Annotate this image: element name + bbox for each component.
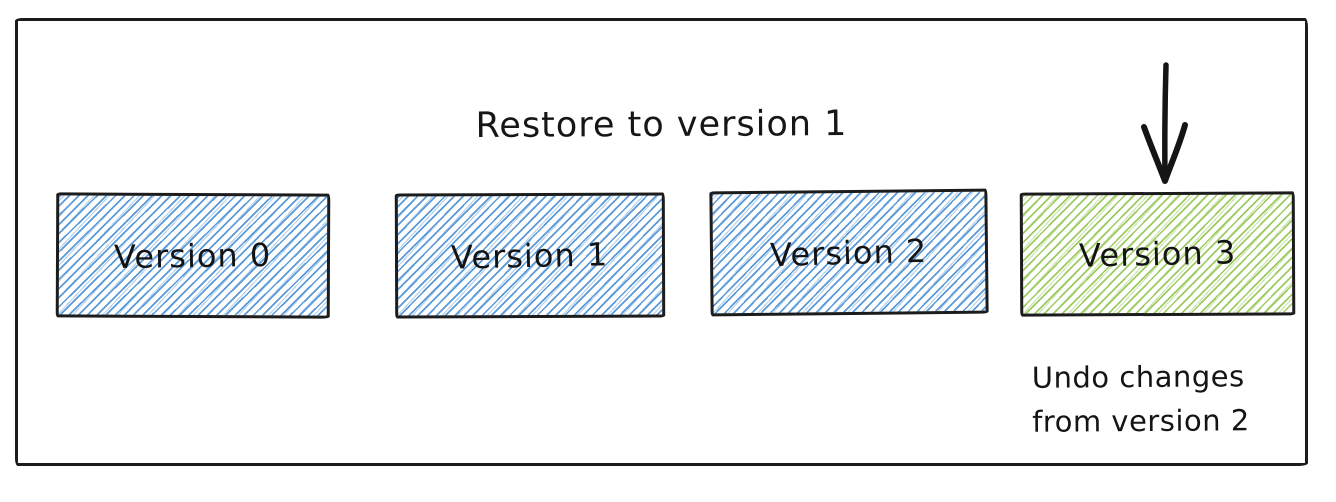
version-box-0: Version 0: [55, 192, 331, 319]
version-box-1-label: Version 1: [451, 234, 609, 277]
undo-annotation-line1: Undo changes: [1031, 359, 1245, 395]
undo-annotation-line2: from version 2: [1032, 403, 1250, 439]
version-box-0-label: Version 0: [114, 235, 272, 276]
version-box-2-label: Version 2: [769, 231, 929, 274]
version-box-3-label: Version 3: [1078, 233, 1237, 275]
version-box-2: Version 2: [709, 188, 989, 317]
diagram-title: Restore to version 1: [475, 104, 848, 146]
version-box-3: Version 3: [1019, 191, 1296, 317]
undo-annotation: Undo changes from version 2: [1032, 354, 1250, 444]
down-arrow-icon: [1141, 62, 1188, 184]
outer-frame: Restore to version 1 Version 0 Version 1…: [15, 18, 1308, 466]
version-box-1: Version 1: [394, 192, 666, 319]
